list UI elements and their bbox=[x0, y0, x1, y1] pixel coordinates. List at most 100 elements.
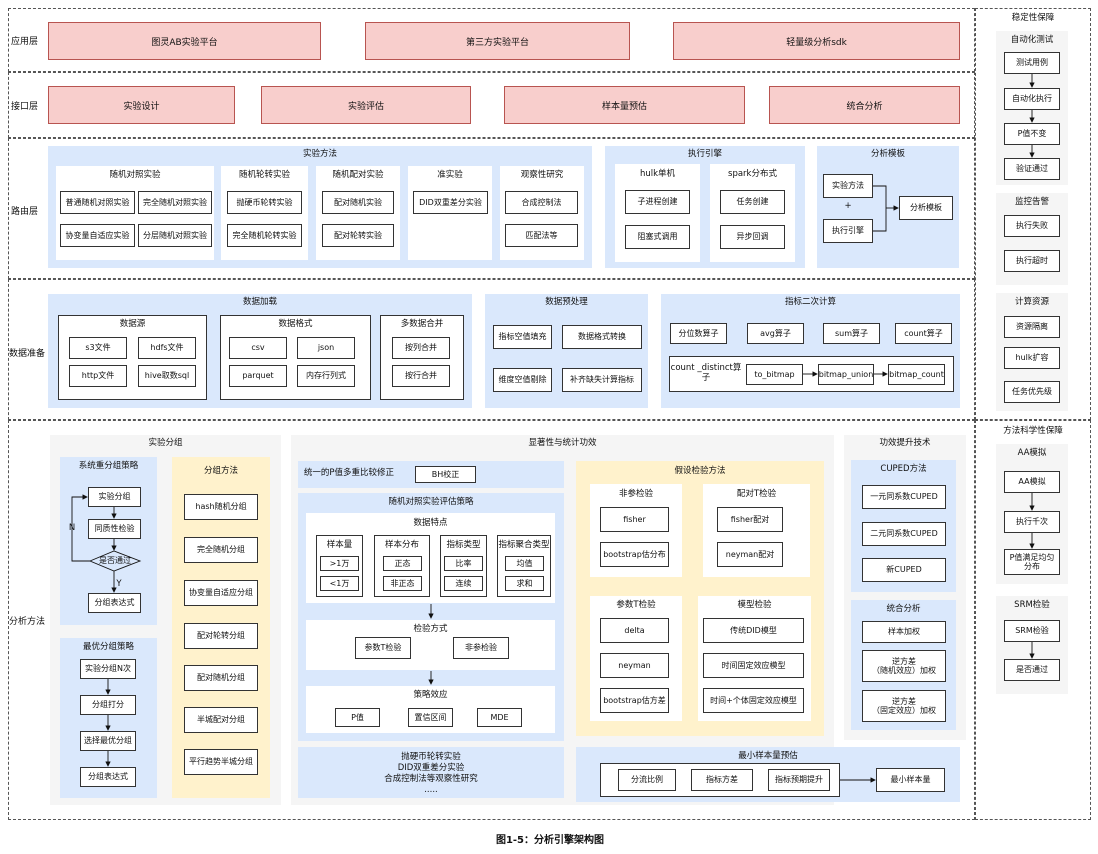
paired-t-neyman[interactable]: neyman配对 bbox=[717, 542, 783, 567]
min-sample-variance[interactable]: 指标方差 bbox=[691, 769, 753, 791]
feature-agg-mean[interactable]: 均值 bbox=[505, 556, 544, 571]
feature-sample-small[interactable]: <1万 bbox=[320, 576, 359, 591]
resource-hulk-scale[interactable]: hulk扩容 bbox=[1004, 347, 1060, 369]
feature-agg-sum[interactable]: 求和 bbox=[505, 576, 544, 591]
preprocess-fill-null[interactable]: 指标空值填充 bbox=[493, 325, 552, 349]
nonparam-fisher[interactable]: fisher bbox=[600, 507, 669, 532]
effect-ci[interactable]: 置信区间 bbox=[408, 708, 453, 727]
auto-test-p-unchanged[interactable]: P值不变 bbox=[1004, 123, 1060, 145]
meta-inverse-random[interactable]: 逆方差 （随机效应）加权 bbox=[862, 650, 946, 682]
rebalance-step-group[interactable]: 实验分组 bbox=[88, 487, 141, 507]
op-count[interactable]: count算子 bbox=[895, 323, 952, 344]
interface-box-meta[interactable]: 统合分析 bbox=[769, 86, 960, 124]
obs-item-synthetic[interactable]: 合成控制法 bbox=[505, 191, 578, 214]
source-s3[interactable]: s3文件 bbox=[69, 337, 127, 359]
grouping-method-half-city[interactable]: 半城配对分组 bbox=[184, 707, 258, 733]
monitor-exec-fail[interactable]: 执行失败 bbox=[1004, 215, 1060, 237]
grouping-method-complete[interactable]: 完全随机分组 bbox=[184, 537, 258, 563]
preprocess-format-convert[interactable]: 数据格式转换 bbox=[562, 325, 642, 349]
param-t-neyman[interactable]: neyman bbox=[600, 653, 669, 678]
app-box-thirdparty[interactable]: 第三方实验平台 bbox=[365, 22, 630, 60]
template-result[interactable]: 分析模板 bbox=[899, 196, 953, 220]
feature-metric-continuous[interactable]: 连续 bbox=[444, 576, 483, 591]
source-hdfs[interactable]: hdfs文件 bbox=[138, 337, 196, 359]
paired-t-fisher[interactable]: fisher配对 bbox=[717, 507, 783, 532]
rct-item-stratified[interactable]: 分层随机对照实验 bbox=[138, 224, 212, 247]
monitor-exec-timeout[interactable]: 执行超时 bbox=[1004, 250, 1060, 272]
model-time-fixed[interactable]: 时间固定效应模型 bbox=[703, 653, 804, 678]
hulk-item-blocking[interactable]: 阻塞式调用 bbox=[625, 225, 690, 249]
model-did[interactable]: 传统DID模型 bbox=[703, 618, 804, 643]
rct-item-complete[interactable]: 完全随机对照实验 bbox=[138, 191, 212, 214]
auto-test-exec[interactable]: 自动化执行 bbox=[1004, 88, 1060, 110]
effect-mde[interactable]: MDE bbox=[477, 708, 522, 727]
spark-item-create[interactable]: 任务创建 bbox=[720, 190, 785, 214]
optimal-step-n-times[interactable]: 实验分组N次 bbox=[80, 659, 136, 679]
cuped-new[interactable]: 新CUPED bbox=[862, 558, 946, 582]
spark-item-async[interactable]: 异步回调 bbox=[720, 225, 785, 249]
grouping-method-paired-random[interactable]: 配对随机分组 bbox=[184, 665, 258, 691]
feature-sample-large[interactable]: >1万 bbox=[320, 556, 359, 571]
grouping-method-paired-rotate[interactable]: 配对轮转分组 bbox=[184, 623, 258, 649]
test-param-t[interactable]: 参数T检验 bbox=[355, 637, 411, 659]
nonparam-bootstrap[interactable]: bootstrap估分布 bbox=[600, 542, 669, 567]
rct-item-covariate[interactable]: 协变量自适应实验 bbox=[60, 224, 135, 247]
op-sum[interactable]: sum算子 bbox=[823, 323, 880, 344]
rebalance-step-expression[interactable]: 分组表达式 bbox=[88, 593, 141, 613]
hulk-item-subprocess[interactable]: 子进程创建 bbox=[625, 190, 690, 214]
interface-box-design[interactable]: 实验设计 bbox=[48, 86, 235, 124]
rotate-item-complete[interactable]: 完全随机轮转实验 bbox=[227, 224, 302, 247]
srm-pass[interactable]: 是否通过 bbox=[1004, 659, 1060, 681]
meta-inverse-fixed[interactable]: 逆方差 （固定效应）加权 bbox=[862, 690, 946, 722]
optimal-step-score[interactable]: 分组打分 bbox=[80, 695, 136, 715]
app-box-sdk[interactable]: 轻量级分析sdk bbox=[673, 22, 960, 60]
format-memory[interactable]: 内存行列式 bbox=[297, 365, 355, 387]
optimal-step-expression[interactable]: 分组表达式 bbox=[80, 767, 136, 787]
op-avg[interactable]: avg算子 bbox=[747, 323, 804, 344]
app-box-turing[interactable]: 图灵AB实验平台 bbox=[48, 22, 321, 60]
op-quantile[interactable]: 分位数算子 bbox=[670, 323, 727, 344]
srm-check[interactable]: SRM检验 bbox=[1004, 620, 1060, 642]
format-json[interactable]: json bbox=[297, 337, 355, 359]
min-sample-split-ratio[interactable]: 分流比例 bbox=[618, 769, 676, 791]
aa-p-uniform[interactable]: P值满足均匀 分布 bbox=[1004, 549, 1060, 575]
min-sample-uplift[interactable]: 指标预期提升 bbox=[768, 769, 830, 791]
template-engine[interactable]: 执行引擎 bbox=[823, 219, 873, 243]
obs-item-matching[interactable]: 匹配法等 bbox=[505, 224, 578, 247]
interface-box-evaluate[interactable]: 实验评估 bbox=[261, 86, 471, 124]
rebalance-decision[interactable]: 是否通过 bbox=[99, 556, 131, 566]
model-time-individual-fixed[interactable]: 时间+个体固定效应模型 bbox=[703, 688, 804, 713]
rotate-item-coin[interactable]: 抛硬币轮转实验 bbox=[227, 191, 302, 214]
resource-isolation[interactable]: 资源隔离 bbox=[1004, 316, 1060, 338]
grouping-method-covariate[interactable]: 协变量自适应分组 bbox=[184, 580, 258, 606]
aa-run-thousand[interactable]: 执行千次 bbox=[1004, 511, 1060, 533]
template-method[interactable]: 实验方法 bbox=[823, 174, 873, 198]
aa-simulate[interactable]: AA模拟 bbox=[1004, 471, 1060, 493]
auto-test-case[interactable]: 测试用例 bbox=[1004, 52, 1060, 74]
feature-metric-ratio[interactable]: 比率 bbox=[444, 556, 483, 571]
param-t-delta[interactable]: delta bbox=[600, 618, 669, 643]
min-sample-result[interactable]: 最小样本量 bbox=[876, 768, 945, 792]
source-hive[interactable]: hive取数sql bbox=[138, 365, 196, 387]
preprocess-drop-null[interactable]: 维度空值剔除 bbox=[493, 368, 552, 392]
optimal-step-select[interactable]: 选择最优分组 bbox=[80, 731, 136, 751]
preprocess-fill-missing[interactable]: 补齐缺失计算指标 bbox=[562, 368, 642, 392]
cuped-two-var[interactable]: 二元同系数CUPED bbox=[862, 522, 946, 546]
cuped-one-var[interactable]: 一元同系数CUPED bbox=[862, 485, 946, 509]
test-nonparam[interactable]: 非参检验 bbox=[453, 637, 509, 659]
op-bitmap-count[interactable]: bitmap_count bbox=[888, 364, 945, 385]
auto-test-pass[interactable]: 验证通过 bbox=[1004, 158, 1060, 180]
quasi-item-did[interactable]: DID双重差分实验 bbox=[413, 191, 488, 214]
format-parquet[interactable]: parquet bbox=[229, 365, 287, 387]
effect-p-value[interactable]: P值 bbox=[335, 708, 380, 727]
op-to-bitmap[interactable]: to_bitmap bbox=[746, 364, 803, 385]
source-http[interactable]: http文件 bbox=[69, 365, 127, 387]
feature-dist-nonnormal[interactable]: 非正态 bbox=[383, 576, 422, 591]
resource-priority[interactable]: 任务优先级 bbox=[1004, 381, 1060, 403]
merge-col[interactable]: 按列合并 bbox=[392, 337, 450, 359]
meta-sample-weight[interactable]: 样本加权 bbox=[862, 621, 946, 643]
feature-dist-normal[interactable]: 正态 bbox=[383, 556, 422, 571]
rct-item-normal[interactable]: 普通随机对照实验 bbox=[60, 191, 135, 214]
rebalance-step-homogeneity[interactable]: 同质性检验 bbox=[88, 519, 141, 539]
bh-correction[interactable]: BH校正 bbox=[415, 466, 476, 483]
